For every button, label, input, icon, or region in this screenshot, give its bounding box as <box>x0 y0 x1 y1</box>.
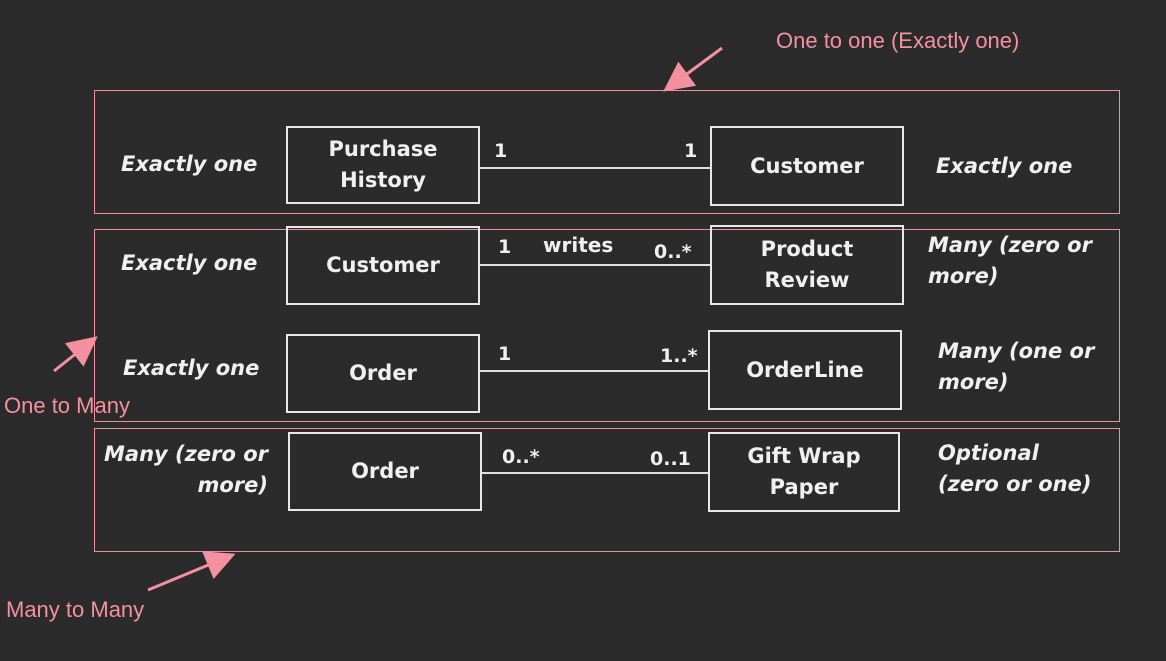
row-2-association-line <box>480 264 710 266</box>
purchase-history-box[interactable]: Purchase History <box>286 126 480 204</box>
row-1-left-label: Exactly one <box>121 152 258 176</box>
one-to-one-arrow <box>663 46 723 92</box>
one-to-one-annotation: One to one (Exactly one) <box>776 28 1020 53</box>
row-2-right-label: Many (zero or more) <box>928 233 1092 288</box>
row-3-right-multiplicity: 1..* <box>660 345 698 367</box>
row-1-right-multiplicity: 1 <box>684 140 698 162</box>
row-3-association-line <box>480 370 708 372</box>
row-4-association-line <box>482 472 708 474</box>
one-to-many-annotation: One to Many <box>4 393 130 418</box>
row-1-left-multiplicity: 1 <box>494 140 508 162</box>
one-to-many-arrow <box>53 336 98 373</box>
customer-box-2[interactable]: Customer <box>286 226 480 305</box>
row-3-left-multiplicity: 1 <box>498 343 512 365</box>
row-4-left-label: Many (zero or more) <box>104 442 268 497</box>
one-to-many-frame <box>94 229 1120 422</box>
row-1-association-line <box>480 167 710 169</box>
row-3-left-label: Exactly one <box>123 356 260 380</box>
many-to-many-frame <box>94 428 1120 552</box>
row-4-right-multiplicity: 0..1 <box>650 448 691 470</box>
order-box-2[interactable]: Order <box>288 432 482 511</box>
row-4-right-label: Optional (zero or one) <box>938 441 1092 496</box>
many-to-many-annotation: Many to Many <box>6 597 145 622</box>
orderline-box[interactable]: OrderLine <box>708 330 902 410</box>
order-box-1[interactable]: Order <box>286 334 480 413</box>
row-2-right-multiplicity: 0..* <box>654 241 692 263</box>
customer-box-1[interactable]: Customer <box>710 126 904 206</box>
gift-wrap-paper-box[interactable]: Gift Wrap Paper <box>708 432 900 512</box>
row-2-left-multiplicity: 1 <box>498 236 512 258</box>
row-3-right-label: Many (one or more) <box>938 339 1095 394</box>
row-2-left-label: Exactly one <box>121 251 258 275</box>
product-review-box[interactable]: Product Review <box>710 225 904 305</box>
row-4-left-multiplicity: 0..* <box>502 446 540 468</box>
row-2-verb: writes <box>543 233 614 257</box>
row-1-right-label: Exactly one <box>936 154 1073 178</box>
many-to-many-arrow <box>147 551 236 592</box>
one-to-one-frame <box>94 90 1120 214</box>
